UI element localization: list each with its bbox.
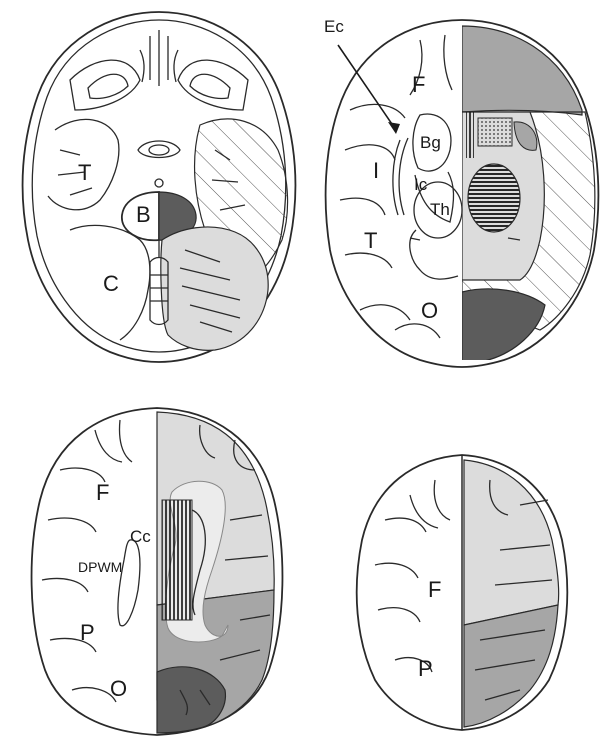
label-C: C: [103, 271, 119, 296]
label-O-top-right: O: [421, 298, 438, 323]
label-Cc: Cc: [130, 527, 151, 546]
label-T-top-right: T: [364, 228, 377, 253]
right-occipital-dark: [462, 289, 545, 364]
label-Ec: Ec: [324, 17, 344, 36]
thalamus-right-striped: [468, 164, 520, 232]
label-DPWM: DPWM: [78, 559, 122, 575]
br-right-light: [464, 460, 559, 625]
label-F-bottom-right: F: [428, 577, 441, 602]
panel-bottom-right: F P: [357, 455, 568, 730]
label-O-bottom-left: O: [110, 676, 127, 701]
panel-bottom-left: F Cc DPWM P O: [32, 408, 283, 735]
label-P-bottom-right: P: [418, 656, 433, 681]
label-P-bottom-left: P: [80, 620, 95, 645]
label-I: I: [373, 158, 379, 183]
corpus-callosum-striped: [162, 500, 192, 620]
cerebellum-right-light: [161, 227, 268, 350]
label-F-bottom-left: F: [96, 480, 109, 505]
panel-top-left: T B C: [23, 12, 296, 362]
label-F-top-right: F: [412, 72, 425, 97]
label-B: B: [136, 202, 151, 227]
panel-top-right: Ec F Bg I Ic Th T O: [324, 17, 598, 367]
label-T-top-left: T: [78, 160, 91, 185]
label-Bg: Bg: [420, 133, 441, 152]
label-Ic: Ic: [414, 175, 428, 194]
label-Th: Th: [430, 200, 450, 219]
